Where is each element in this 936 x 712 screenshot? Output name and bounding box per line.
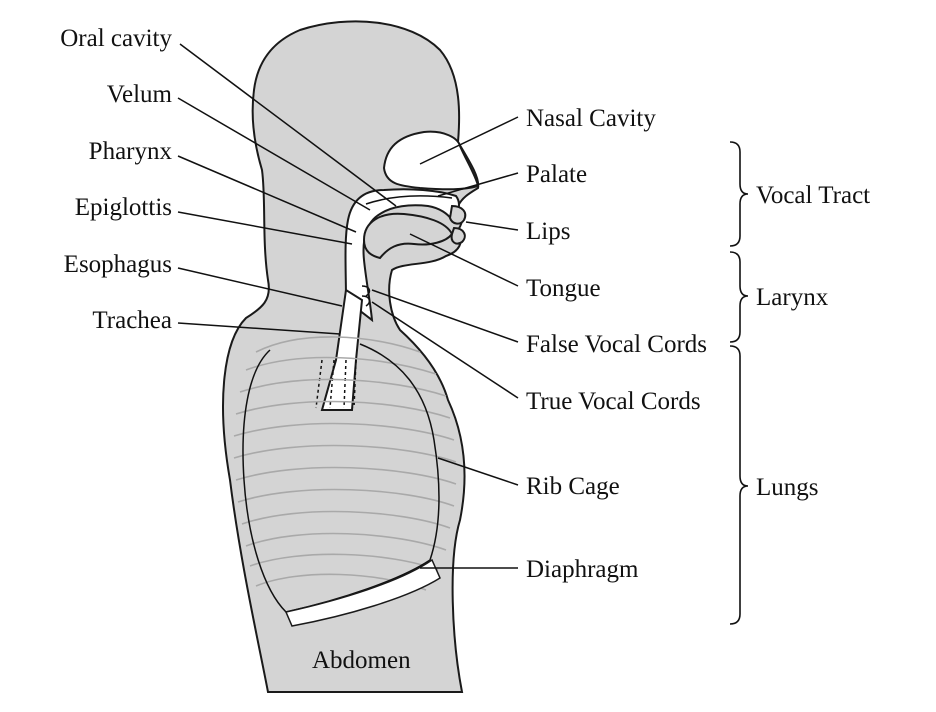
group-lungs: Lungs (756, 474, 819, 501)
group-larynx: Larynx (756, 284, 829, 311)
label-abdomen: Abdomen (312, 647, 411, 674)
label-rib-cage: Rib Cage (526, 473, 620, 500)
lips-shape (448, 204, 467, 245)
rib-cage (233, 336, 457, 591)
lungs-brace (729, 345, 749, 625)
group-vocal-tract: Vocal Tract (756, 182, 870, 209)
leader-lines (177, 43, 519, 569)
label-palate: Palate (526, 161, 587, 188)
label-oral-cavity: Oral cavity (60, 25, 172, 52)
label-velum: Velum (107, 81, 173, 108)
label-tongue: Tongue (526, 275, 601, 302)
palate-line (365, 195, 453, 205)
vocal-tract-brace (729, 141, 749, 247)
larynx-brace (729, 251, 749, 343)
trachea-rings (315, 359, 357, 409)
vocal-folds (361, 285, 371, 307)
diaphragm-shape (284, 558, 441, 627)
label-pharynx: Pharynx (89, 138, 173, 165)
label-esophagus: Esophagus (64, 251, 172, 278)
label-false-vocal-cords: False Vocal Cords (526, 331, 707, 358)
label-diaphragm: Diaphragm (526, 556, 639, 583)
tongue-shape (362, 212, 454, 260)
label-nasal-cavity: Nasal Cavity (526, 105, 656, 132)
lung-outline (242, 343, 440, 613)
label-true-vocal-cords: True Vocal Cords (526, 388, 701, 415)
label-epiglottis: Epiglottis (75, 194, 172, 221)
label-trachea: Trachea (92, 307, 172, 334)
nasal-cavity-shape (382, 130, 480, 191)
label-lips: Lips (526, 218, 570, 245)
